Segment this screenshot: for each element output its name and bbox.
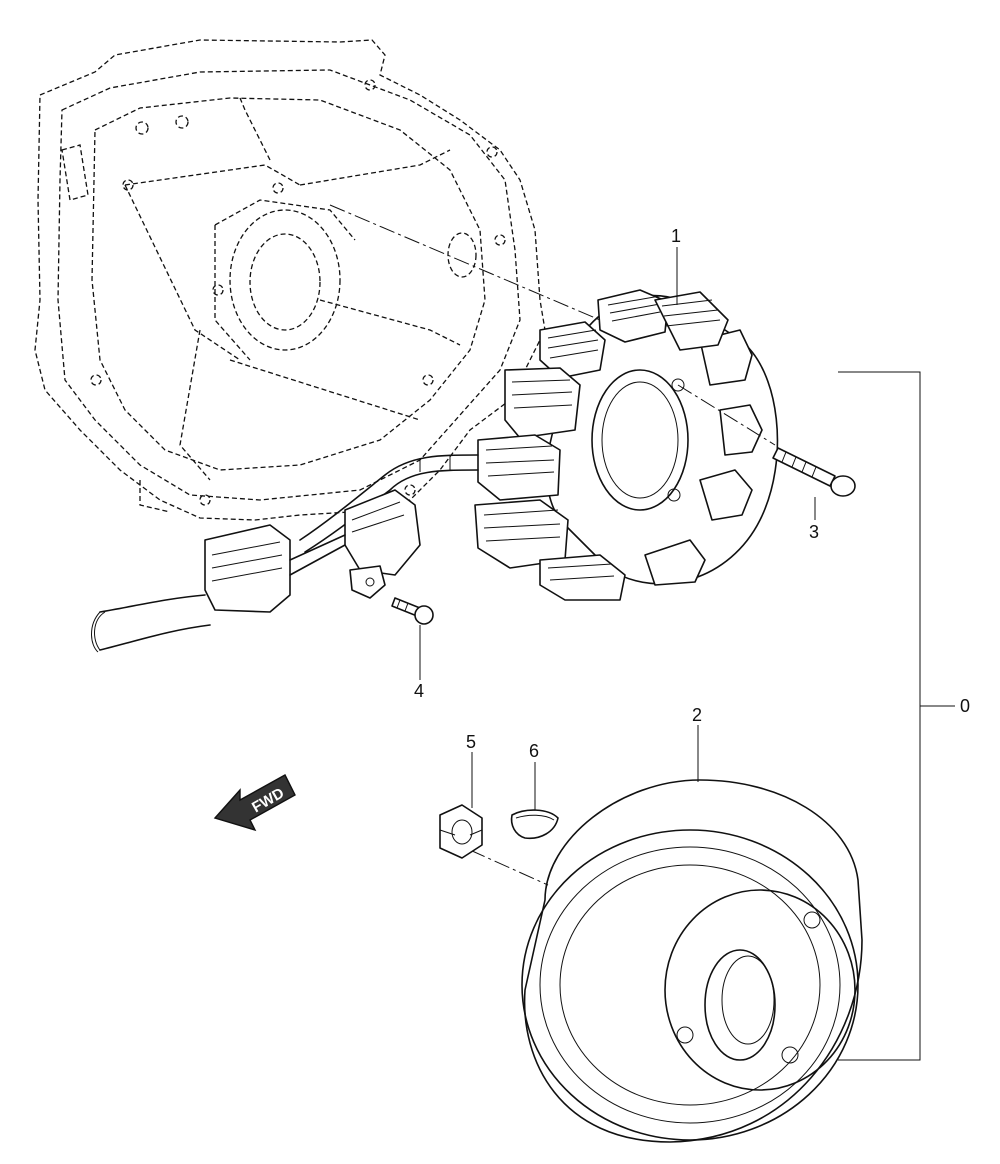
callout-5: 5	[466, 732, 476, 752]
leader-lines	[419, 247, 955, 1061]
forward-direction-arrow: FWD	[213, 774, 296, 832]
callout-4: 4	[414, 681, 424, 701]
callout-6: 6	[529, 741, 539, 761]
callout-labels: 1 3 4 2 5 6 0	[414, 226, 970, 761]
pickup-screw	[391, 597, 434, 625]
flywheel-rotor	[469, 779, 863, 1143]
callout-3: 3	[809, 522, 819, 542]
stator-assembly	[91, 204, 779, 653]
woodruff-key	[510, 809, 559, 840]
callout-0: 0	[960, 696, 970, 716]
crankcase-cover-phantom	[34, 39, 546, 521]
stator-screw	[677, 384, 856, 497]
flywheel-nut	[439, 804, 483, 859]
callout-2: 2	[692, 705, 702, 725]
callout-1: 1	[671, 226, 681, 246]
